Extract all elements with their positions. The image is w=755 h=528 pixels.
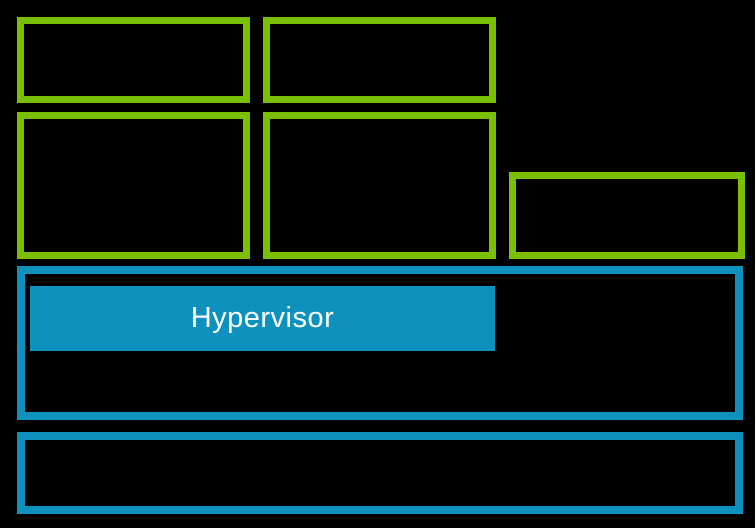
hypervisor-label-box: Hypervisor <box>30 286 495 351</box>
hypervisor-container-box <box>17 266 743 420</box>
green-box-top-left <box>17 17 250 103</box>
green-box-middle-center <box>263 112 496 259</box>
hypervisor-label: Hypervisor <box>190 302 335 334</box>
bottom-hardware-box <box>17 432 743 514</box>
green-box-right <box>509 172 745 259</box>
green-box-top-middle <box>263 17 496 103</box>
green-box-middle-left <box>17 112 250 259</box>
